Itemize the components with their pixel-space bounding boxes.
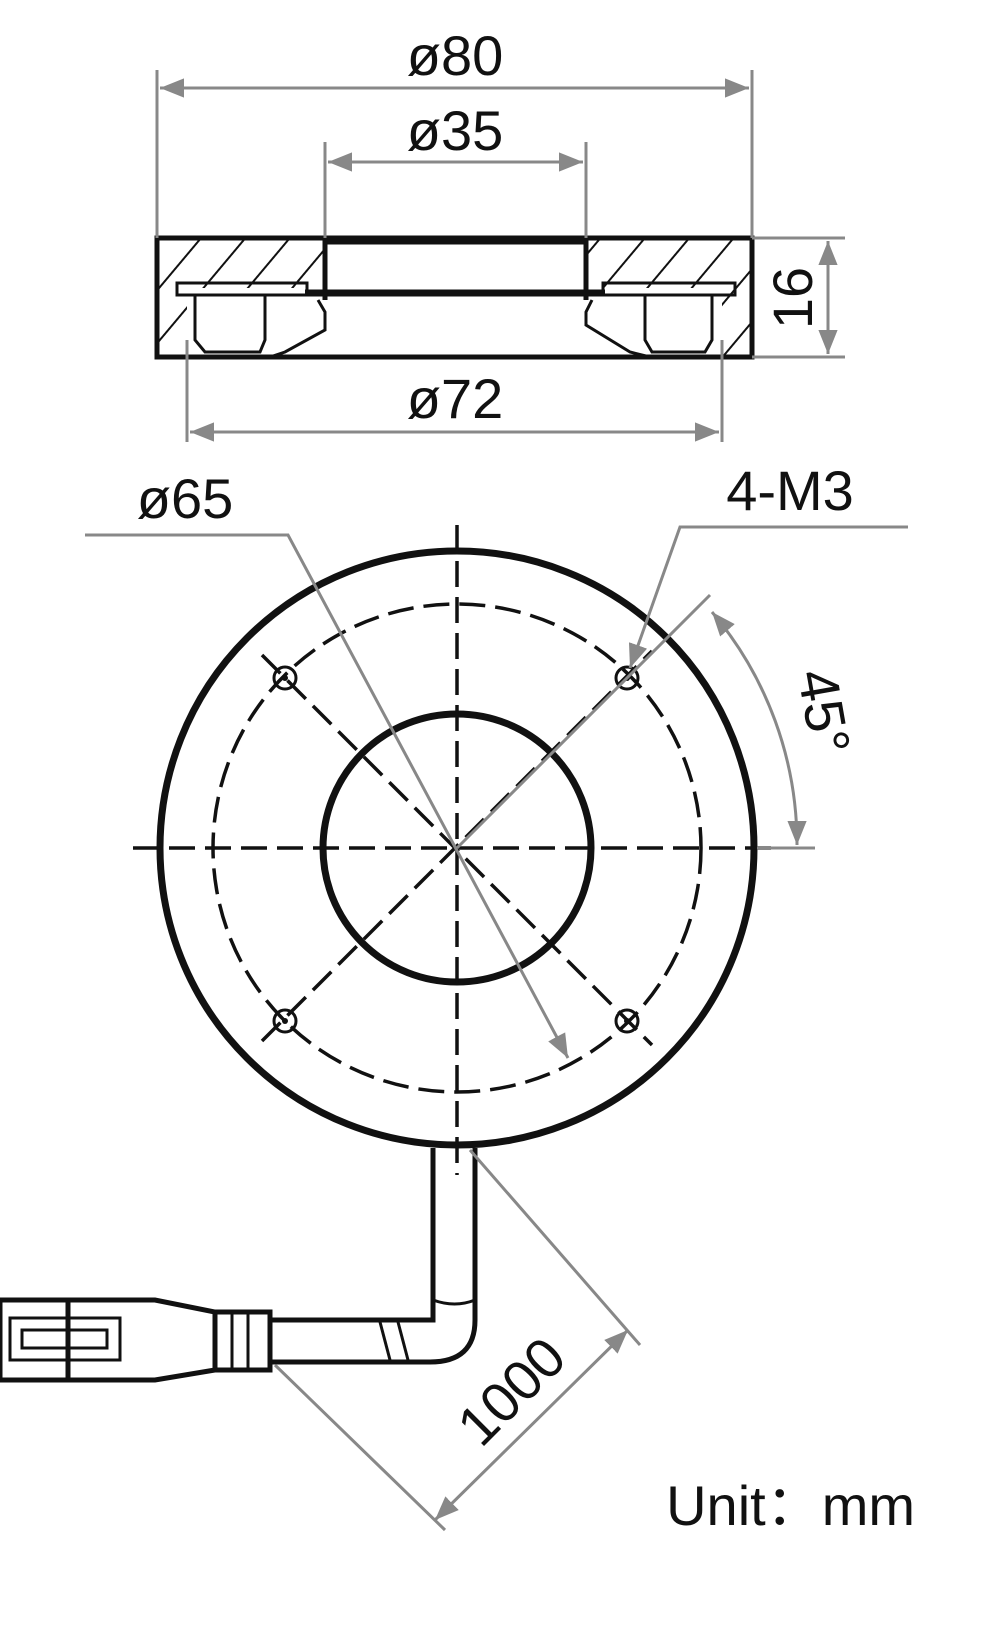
dim-holes: 4-M3 — [726, 459, 854, 522]
unit-label: Unit：mm — [666, 1474, 915, 1537]
section-view — [154, 235, 755, 360]
dim-angle: 45° — [786, 664, 863, 758]
dim-outer-diameter: ø80 — [407, 24, 504, 87]
cable — [270, 1148, 478, 1365]
plan-view — [85, 525, 908, 1175]
connector — [0, 1297, 273, 1383]
dimension-lines — [155, 70, 845, 442]
dim-bottom-diameter: ø72 — [407, 367, 504, 430]
dim-inner-diameter: ø35 — [407, 99, 504, 162]
dim-cable-length: 1000 — [445, 1325, 578, 1458]
dim-bolt-circle: ø65 — [137, 467, 234, 530]
dim-height: 16 — [761, 267, 824, 329]
cable-dimension — [273, 1149, 642, 1532]
